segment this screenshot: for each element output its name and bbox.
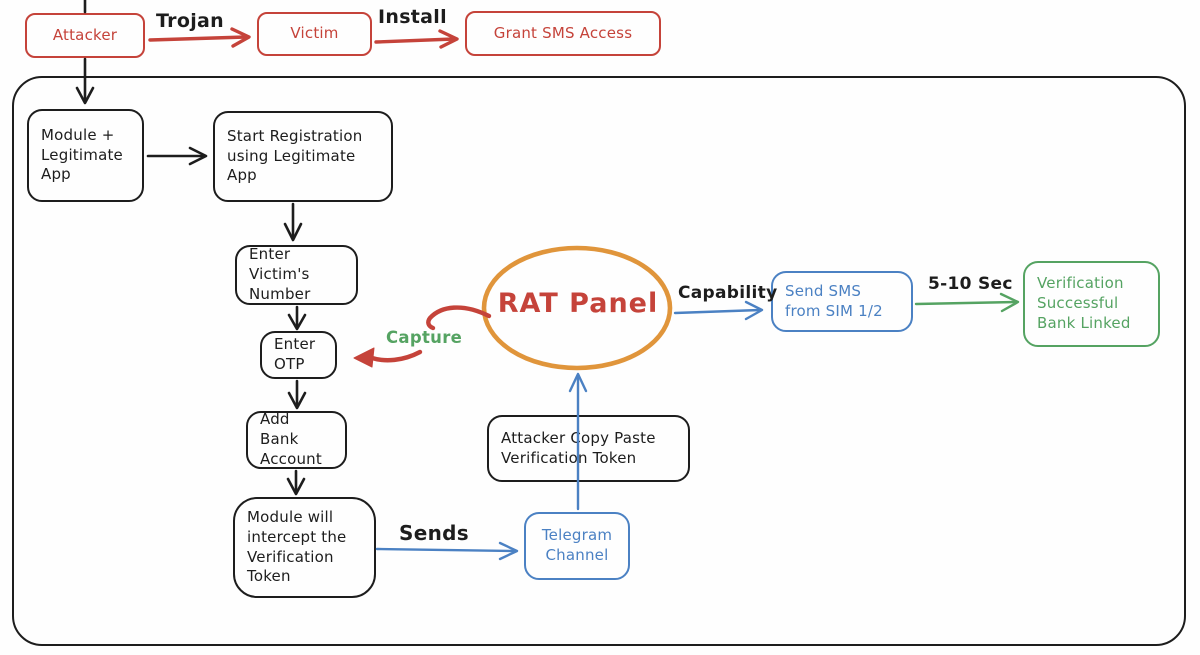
node-verification-successful-label: Verification Successful Bank Linked bbox=[1037, 274, 1131, 332]
main-flow-container bbox=[12, 76, 1186, 646]
arrowhead-trojan bbox=[230, 27, 251, 48]
node-send-sms-sim[interactable]: Send SMS from SIM 1/2 bbox=[771, 271, 913, 332]
node-rat-panel[interactable]: RAT Panel bbox=[487, 247, 669, 359]
arrowhead-install bbox=[438, 29, 459, 49]
edge-label-capability: Capability bbox=[678, 283, 778, 303]
edge-label-install: Install bbox=[378, 6, 447, 28]
node-module-intercept-label: Module will intercept the Verification T… bbox=[247, 507, 347, 586]
node-attacker-copy-paste[interactable]: Attacker Copy Paste Verification Token bbox=[487, 415, 690, 482]
node-telegram-channel-label: Telegram Channel bbox=[541, 526, 613, 564]
node-module-intercept[interactable]: Module will intercept the Verification T… bbox=[233, 497, 376, 598]
node-grant-sms-access[interactable]: Grant SMS Access bbox=[465, 11, 661, 56]
node-attacker-copy-paste-label: Attacker Copy Paste Verification Token bbox=[501, 428, 656, 467]
node-attacker[interactable]: Attacker bbox=[25, 13, 145, 58]
node-module-legitimate-app[interactable]: Module + Legitimate App bbox=[27, 109, 144, 202]
edge-label-delay: 5-10 Sec bbox=[928, 274, 1013, 294]
node-send-sms-sim-label: Send SMS from SIM 1/2 bbox=[785, 281, 883, 320]
node-victim-label: Victim bbox=[290, 24, 339, 43]
node-rat-panel-label: RAT Panel bbox=[497, 287, 659, 319]
node-add-bank-account-label: Add Bank Account bbox=[260, 410, 322, 468]
edge-label-sends: Sends bbox=[399, 521, 469, 545]
arrow-trojan bbox=[148, 35, 248, 42]
node-start-registration[interactable]: Start Registration using Legitimate App bbox=[213, 111, 393, 202]
node-telegram-channel[interactable]: Telegram Channel bbox=[524, 512, 630, 580]
node-attacker-label: Attacker bbox=[52, 25, 118, 44]
node-enter-victims-number-label: Enter Victim's Number bbox=[249, 245, 311, 303]
edge-label-trojan: Trojan bbox=[156, 10, 224, 32]
node-start-registration-label: Start Registration using Legitimate App bbox=[227, 126, 363, 185]
arrow-install bbox=[374, 37, 456, 44]
node-enter-otp[interactable]: Enter OTP bbox=[260, 331, 337, 379]
node-enter-victims-number[interactable]: Enter Victim's Number bbox=[235, 245, 358, 305]
node-grant-sms-access-label: Grant SMS Access bbox=[493, 23, 633, 42]
node-add-bank-account[interactable]: Add Bank Account bbox=[246, 410, 347, 469]
node-verification-successful[interactable]: Verification Successful Bank Linked bbox=[1023, 261, 1160, 347]
node-module-legitimate-app-label: Module + Legitimate App bbox=[41, 125, 123, 184]
node-enter-otp-label: Enter OTP bbox=[274, 335, 316, 373]
node-victim[interactable]: Victim bbox=[257, 12, 372, 56]
edge-label-capture: Capture bbox=[386, 328, 463, 347]
